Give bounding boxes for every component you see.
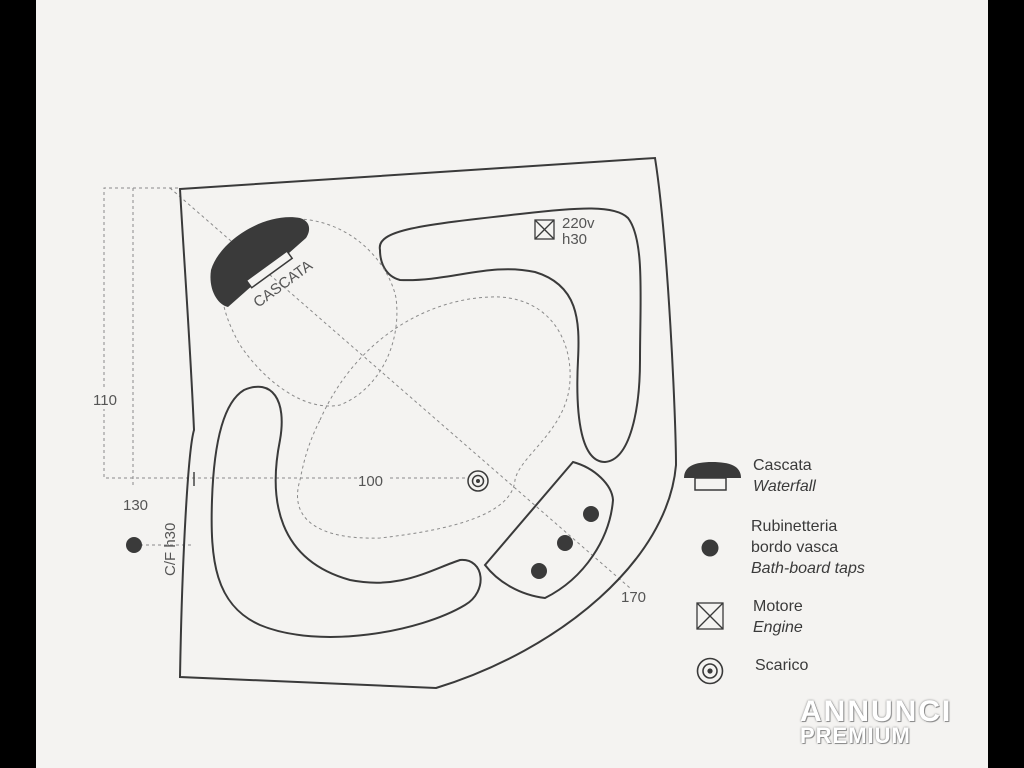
legend-waterfall-label: Cascata bbox=[753, 457, 812, 474]
drain-icon bbox=[467, 470, 489, 492]
tap-dot-icon bbox=[557, 535, 573, 551]
inner-basin bbox=[297, 296, 571, 539]
watermark-line2: PREMIUM bbox=[800, 723, 911, 748]
height-dimension-label: 110 bbox=[93, 392, 117, 409]
legend-waterfall: Cascata Waterfall bbox=[753, 455, 816, 497]
legend-engine: Motore Engine bbox=[753, 596, 803, 638]
legend-waterfall-icon bbox=[684, 462, 741, 491]
legend-tap-dot-icon bbox=[701, 539, 719, 557]
legend-drain-icon bbox=[696, 657, 724, 685]
watermark-line1: ANNUNCI bbox=[800, 695, 953, 728]
legend-engine-sublabel: Engine bbox=[753, 619, 803, 636]
legend-taps-label-line2: bordo vasca bbox=[751, 539, 839, 556]
diagonal-dimension-label: 170 bbox=[621, 589, 646, 606]
legend-engine-box-icon bbox=[696, 602, 724, 630]
drawing-sheet bbox=[36, 0, 988, 768]
tap-platform bbox=[483, 460, 615, 600]
supply-point-icon bbox=[126, 537, 142, 553]
legend-taps: Rubinetteria bordo vasca Bath-board taps bbox=[751, 516, 865, 579]
dimension-lines bbox=[103, 187, 631, 589]
headrest-basin bbox=[221, 218, 398, 407]
legend-taps-sublabel: Bath-board taps bbox=[751, 560, 865, 577]
watermark-logo: ANNUNCI PREMIUM bbox=[800, 695, 953, 748]
lower-seat bbox=[210, 385, 482, 638]
height-label-bg bbox=[93, 387, 117, 409]
tub-outline bbox=[178, 156, 678, 690]
supply-distance-label: 130 bbox=[123, 497, 148, 514]
legend-drain: Scarico bbox=[755, 655, 808, 676]
width-dimension-label: 100 bbox=[358, 473, 383, 490]
waterfall-spout bbox=[210, 217, 310, 307]
upper-seat bbox=[378, 207, 642, 464]
engine-box-icon bbox=[534, 219, 555, 240]
tap-dot-icon bbox=[531, 563, 547, 579]
legend-drain-label: Scarico bbox=[755, 657, 809, 674]
supply-label: C/F h30 bbox=[162, 523, 179, 576]
waterfall-outlet bbox=[245, 250, 294, 289]
legend-engine-label: Motore bbox=[753, 598, 803, 615]
legend-taps-label-line1: Rubinetteria bbox=[751, 518, 838, 535]
legend-waterfall-sublabel: Waterfall bbox=[753, 478, 816, 495]
width-label-bg bbox=[357, 470, 387, 488]
height-dimension-line bbox=[103, 187, 180, 479]
engine-height-label: h30 bbox=[562, 231, 587, 248]
tap-dot-icon bbox=[583, 506, 599, 522]
engine-voltage-label: 220v bbox=[562, 215, 595, 232]
